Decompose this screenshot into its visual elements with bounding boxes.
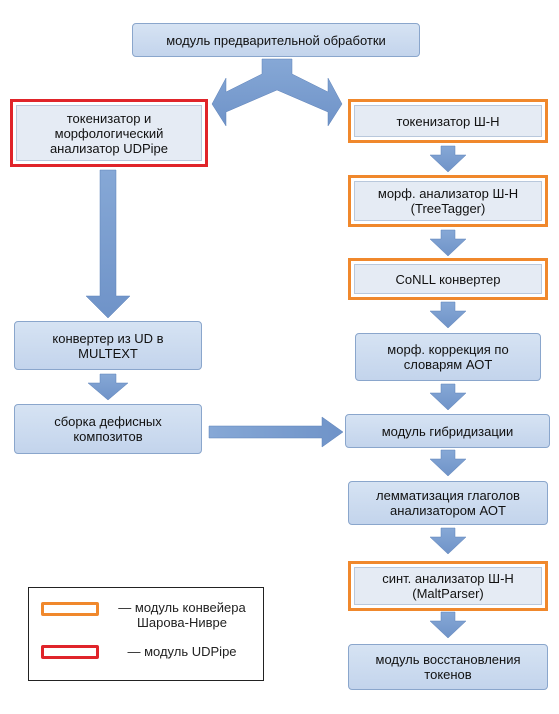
node-aot-correction-label: морф. коррекция по словарям АОТ	[387, 342, 509, 372]
node-token-restore: модуль восстановления токенов	[348, 644, 548, 690]
node-lemmatization-label: лемматизация глаголов анализатором АОТ	[376, 488, 520, 518]
node-syntax-analyzer-label: синт. анализатор Ш-Н (MaltParser)	[354, 567, 542, 605]
legend-sharov-nivre-text: — модуль конвейера Шарова-Нивре	[118, 600, 246, 630]
arrow-r1	[429, 145, 467, 173]
node-sn-tokenizer: токенизатор Ш-Н	[348, 99, 548, 143]
legend-orange-swatch	[41, 602, 99, 616]
arrow-r5	[429, 449, 467, 477]
arrow-r7	[429, 611, 467, 639]
node-udpipe-tokenizer-label: токенизатор и морфологический анализатор…	[16, 105, 202, 161]
arrow-r2	[429, 229, 467, 257]
arrow-r6	[429, 527, 467, 555]
node-conll-converter: CoNLL конвертер	[348, 258, 548, 300]
arrow-udpipe-to-converter	[85, 169, 131, 319]
legend: — модуль конвейера Шарова-Нивре — модуль…	[28, 587, 264, 681]
node-sn-morph-label: морф. анализатор Ш-Н (TreeTagger)	[354, 181, 542, 221]
legend-udpipe-text: — модуль UDPipe	[127, 644, 237, 659]
node-hyphen-assembly: сборка дефисных композитов	[14, 404, 202, 454]
node-ud-multext-label: конвертер из UD в MULTEXT	[52, 330, 164, 361]
node-sn-tokenizer-label: токенизатор Ш-Н	[354, 105, 542, 137]
split-arrow	[211, 58, 343, 127]
node-hybridization-label: модуль гибридизации	[381, 423, 514, 439]
node-sn-morph: морф. анализатор Ш-Н (TreeTagger)	[348, 175, 548, 227]
node-preprocessing: модуль предварительной обработки	[132, 23, 420, 57]
arrow-r4	[429, 383, 467, 411]
arrow-assembly-to-hybridization	[208, 416, 344, 448]
node-token-restore-label: модуль восстановления токенов	[375, 652, 521, 682]
node-preprocessing-label: модуль предварительной обработки	[166, 32, 386, 48]
node-ud-multext: конвертер из UD в MULTEXT	[14, 321, 202, 370]
arrow-converter-to-assembly	[87, 373, 129, 401]
node-syntax-analyzer: синт. анализатор Ш-Н (MaltParser)	[348, 561, 548, 611]
node-hyphen-assembly-label: сборка дефисных композитов	[54, 414, 162, 444]
node-lemmatization: лемматизация глаголов анализатором АОТ	[348, 481, 548, 525]
node-aot-correction: морф. коррекция по словарям АОТ	[355, 333, 541, 381]
node-udpipe-tokenizer: токенизатор и морфологический анализатор…	[10, 99, 208, 167]
arrow-r3	[429, 301, 467, 329]
node-hybridization: модуль гибридизации	[345, 414, 550, 448]
legend-red-swatch	[41, 645, 99, 659]
node-conll-converter-label: CoNLL конвертер	[354, 264, 542, 294]
